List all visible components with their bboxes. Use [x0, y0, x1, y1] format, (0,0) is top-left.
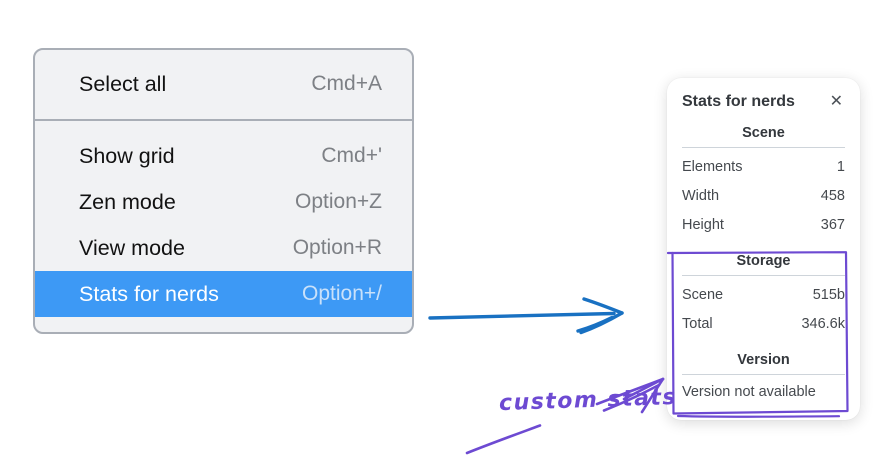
stat-row-scene-storage: Scene 515b	[682, 281, 845, 310]
menu-item-label: Show grid	[79, 143, 175, 168]
section-heading: Scene	[742, 125, 785, 141]
version-note: Version not available	[682, 384, 816, 400]
blue-arrow	[428, 297, 624, 335]
menu-item-label: Select all	[79, 71, 167, 96]
stats-panel-title: Stats for nerds	[682, 93, 795, 110]
menu-item-label: Stats for nerds	[79, 281, 219, 306]
menu-item-label: View mode	[79, 235, 185, 260]
stats-section-scene: Scene Elements 1 Width 458 Height 367	[682, 125, 845, 240]
context-menu: Select all Cmd+A Show grid Cmd+' Zen mod…	[33, 48, 414, 334]
menu-item-stats-for-nerds[interactable]: Stats for nerds Option+/	[35, 271, 412, 317]
stats-section-storage: Storage Scene 515b Total 346.6k	[682, 253, 845, 339]
stats-section-version: Version Version not available	[682, 352, 845, 404]
section-divider	[682, 147, 845, 148]
stat-value: 367	[820, 217, 845, 233]
menu-divider	[35, 119, 412, 121]
stat-row-height: Height 367	[682, 211, 845, 240]
stats-panel-header: Stats for nerds ✕	[682, 92, 845, 112]
menu-item-view-mode[interactable]: View mode Option+R	[35, 225, 412, 271]
stat-value: 346.6k	[801, 316, 845, 332]
section-divider	[682, 275, 845, 276]
menu-item-shortcut: Cmd+'	[321, 144, 382, 167]
close-icon[interactable]: ✕	[829, 93, 843, 110]
menu-item-label: Zen mode	[79, 189, 176, 214]
stat-value: 458	[820, 188, 845, 204]
stat-label: Total	[682, 316, 713, 332]
stat-label: Scene	[682, 287, 724, 303]
menu-item-shortcut: Cmd+A	[311, 72, 382, 95]
menu-item-shortcut: Option+R	[292, 236, 382, 259]
stats-panel: Stats for nerds ✕ Scene Elements 1 Width…	[667, 78, 860, 420]
section-heading: Version	[737, 352, 790, 368]
stat-value: 515b	[812, 287, 845, 303]
stat-label: Elements	[682, 159, 743, 175]
stat-row-total-storage: Total 346.6k	[682, 310, 845, 339]
stat-row-width: Width 458	[682, 182, 845, 211]
section-divider	[682, 374, 845, 375]
stat-label: Width	[682, 188, 720, 204]
menu-item-shortcut: Option+/	[302, 282, 382, 305]
menu-item-show-grid[interactable]: Show grid Cmd+'	[35, 133, 412, 179]
menu-item-zen-mode[interactable]: Zen mode Option+Z	[35, 179, 412, 225]
section-heading: Storage	[736, 253, 791, 269]
menu-item-select-all[interactable]: Select all Cmd+A	[35, 61, 412, 107]
menu-item-shortcut: Option+Z	[295, 190, 382, 213]
custom-stats-label: custom stats	[498, 384, 678, 417]
stat-row-elements: Elements 1	[682, 153, 845, 182]
stat-label: Height	[682, 217, 724, 233]
stat-value: 1	[836, 159, 845, 175]
